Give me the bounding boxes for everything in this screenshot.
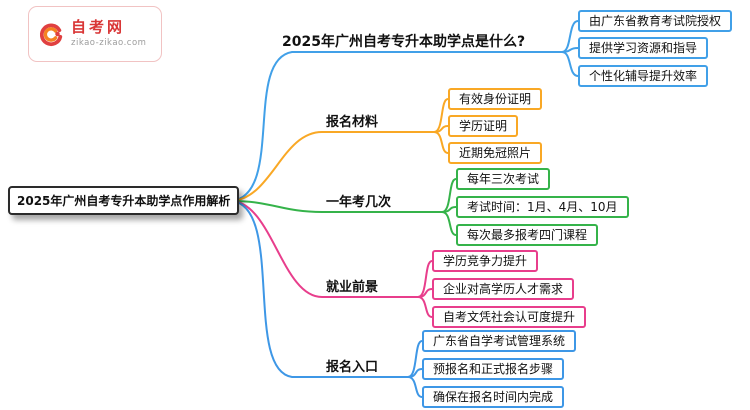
branch-label-entry: 报名入口 — [326, 360, 379, 375]
zikao-logo-icon — [39, 23, 63, 47]
branch-label-materials: 报名材料 — [326, 115, 379, 130]
site-url: zikao-zikao.com — [71, 38, 147, 49]
leaf-three-exams: 每年三次考试 — [456, 168, 551, 190]
leaf-management-system: 广东省自学考试管理系统 — [422, 330, 577, 352]
leaf-authorized-by: 由广东省教育考试院授权 — [578, 10, 733, 32]
leaf-education-proof: 学历证明 — [448, 115, 519, 137]
leaf-photo: 近期免冠照片 — [448, 142, 543, 164]
site-logo: 自考网 zikao-zikao.com — [28, 6, 162, 62]
leaf-exam-months: 考试时间：1月、4月、10月 — [456, 196, 629, 218]
root-topic: 2025年广州自考专升本助学点作用解析 — [8, 186, 240, 215]
branch-label-what-is: 2025年广州自考专升本助学点是什么? — [282, 34, 526, 50]
leaf-max-courses: 每次最多报考四门课程 — [456, 224, 599, 246]
leaf-resources-guidance: 提供学习资源和指导 — [578, 37, 709, 59]
leaf-talent-demand: 企业对高学历人才需求 — [432, 278, 575, 300]
leaf-competitiveness: 学历竞争力提升 — [432, 250, 539, 272]
leaf-diploma-recognition: 自考文凭社会认可度提升 — [432, 306, 587, 328]
leaf-id-proof: 有效身份证明 — [448, 88, 543, 110]
leaf-personalized-tutoring: 个性化辅导提升效率 — [578, 65, 709, 87]
leaf-registration-steps: 预报名和正式报名步骤 — [422, 358, 565, 380]
site-name: 自考网 — [71, 17, 126, 36]
leaf-deadline-reminder: 确保在报名时间内完成 — [422, 386, 565, 408]
branch-label-career: 就业前景 — [326, 280, 379, 295]
branch-label-exam-times: 一年考几次 — [326, 195, 392, 210]
